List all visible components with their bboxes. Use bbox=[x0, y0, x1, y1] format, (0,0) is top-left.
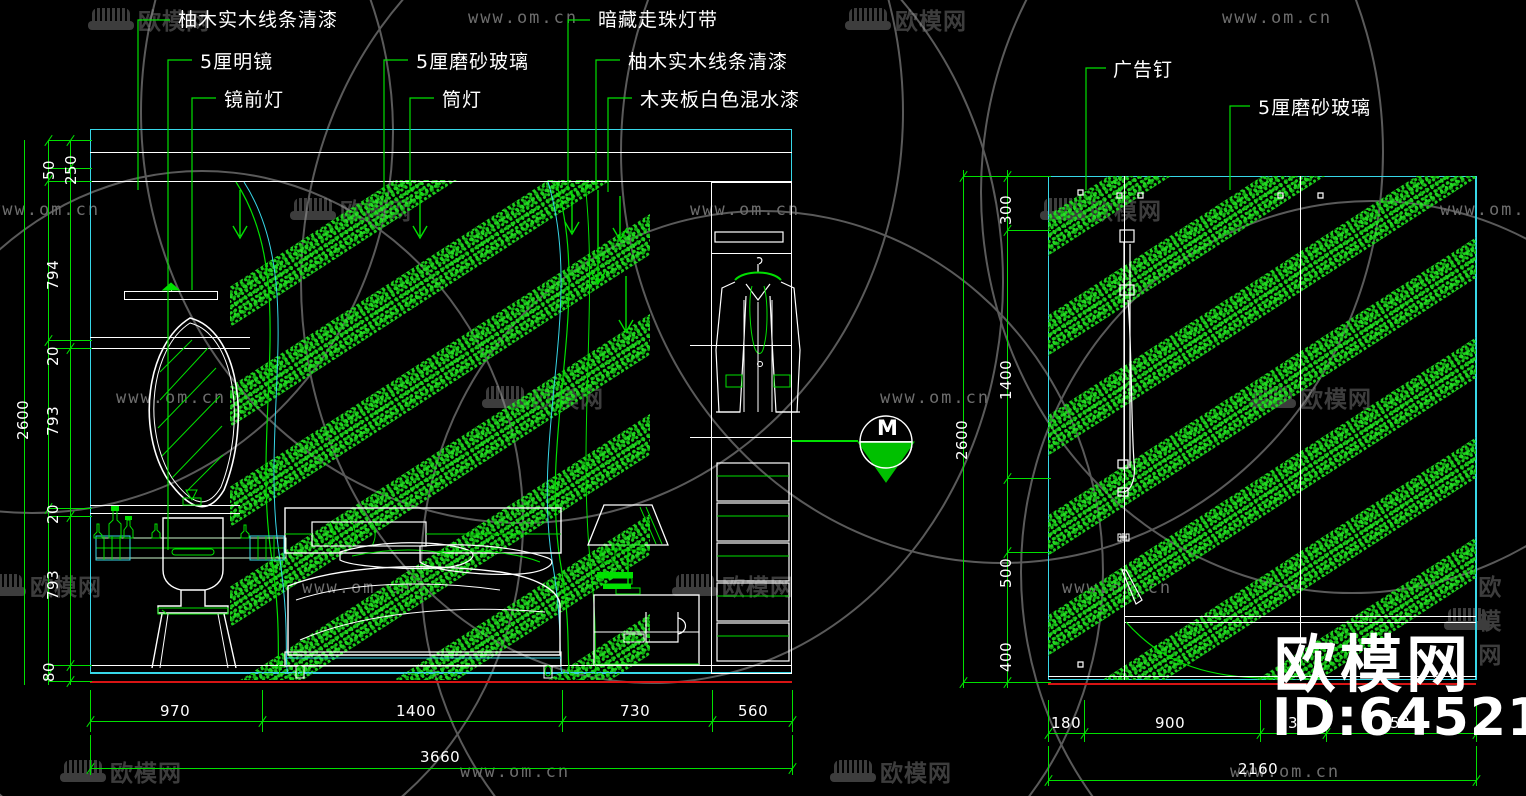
dim-right-bottom-330: 330 bbox=[1278, 714, 1309, 732]
counter-line-2 bbox=[1124, 622, 1476, 623]
label-teak-solid-wood-trim-2: 柚木实木线条清漆 bbox=[628, 51, 789, 73]
lower-band-line-2 bbox=[90, 513, 240, 514]
wardrobe-column bbox=[711, 182, 792, 674]
ceiling-line-2 bbox=[90, 181, 792, 182]
label-5mm-mirror: 5厘明镜 bbox=[200, 51, 274, 73]
wardrobe-shelf-top bbox=[711, 253, 792, 254]
section-marker-letter: M bbox=[877, 416, 898, 440]
skirting-line-cyan bbox=[90, 672, 792, 673]
dim-right-300: 300 bbox=[997, 194, 1015, 225]
section-marker[interactable]: M bbox=[856, 410, 916, 491]
id-watermark: ID:645213 bbox=[1272, 688, 1526, 748]
dim-bottom-total-3660: 3660 bbox=[420, 748, 461, 766]
dim-right-total-2600: 2600 bbox=[953, 419, 971, 460]
dim-right-bottom-900: 900 bbox=[1155, 714, 1186, 732]
dim-bottom-970: 970 bbox=[160, 702, 191, 720]
wardrobe-divider bbox=[690, 437, 792, 438]
dim-right-400: 400 bbox=[997, 641, 1015, 672]
dim-bottom-560: 560 bbox=[738, 702, 769, 720]
wardrobe-divider-2 bbox=[690, 345, 792, 346]
dim-right-1400: 1400 bbox=[997, 359, 1015, 400]
label-5mm-frosted-glass-right: 5厘磨砂玻璃 bbox=[1258, 97, 1372, 119]
dim-right-500: 500 bbox=[997, 557, 1015, 588]
brand-watermark: 欧模网 bbox=[1274, 628, 1473, 701]
floor-line bbox=[90, 681, 792, 683]
dim-bottom-1400: 1400 bbox=[396, 702, 437, 720]
label-5mm-frosted-glass-left: 5厘磨砂玻璃 bbox=[416, 51, 530, 73]
ceiling-line-1 bbox=[90, 152, 792, 153]
floor-line-right bbox=[1048, 683, 1476, 685]
label-advertising-stud: 广告钉 bbox=[1113, 59, 1174, 81]
label-concealed-led-strip: 暗藏走珠灯带 bbox=[598, 9, 719, 31]
label-mirror-front-light: 镜前灯 bbox=[224, 89, 285, 111]
dim-bottom-730: 730 bbox=[620, 702, 651, 720]
mid-band-line-2 bbox=[90, 348, 250, 349]
label-plywood-white-paint: 木夹板白色混水漆 bbox=[640, 89, 801, 111]
lower-band-line-1 bbox=[90, 505, 240, 506]
floor-band-right bbox=[1048, 676, 1476, 677]
dim-right-bottom-750: 750 bbox=[1380, 714, 1411, 732]
dim-right-bottom-total-2160: 2160 bbox=[1238, 760, 1279, 778]
section-cut-line bbox=[792, 440, 858, 442]
dim-right-bottom-180: 180 bbox=[1051, 714, 1082, 732]
label-downlight: 筒灯 bbox=[442, 89, 483, 111]
panel-joint-2 bbox=[1300, 176, 1301, 680]
panel-edge-right bbox=[1476, 176, 1477, 680]
counter-line-1 bbox=[1124, 616, 1476, 617]
label-teak-solid-wood-trim-1: 柚木实木线条清漆 bbox=[178, 9, 339, 31]
